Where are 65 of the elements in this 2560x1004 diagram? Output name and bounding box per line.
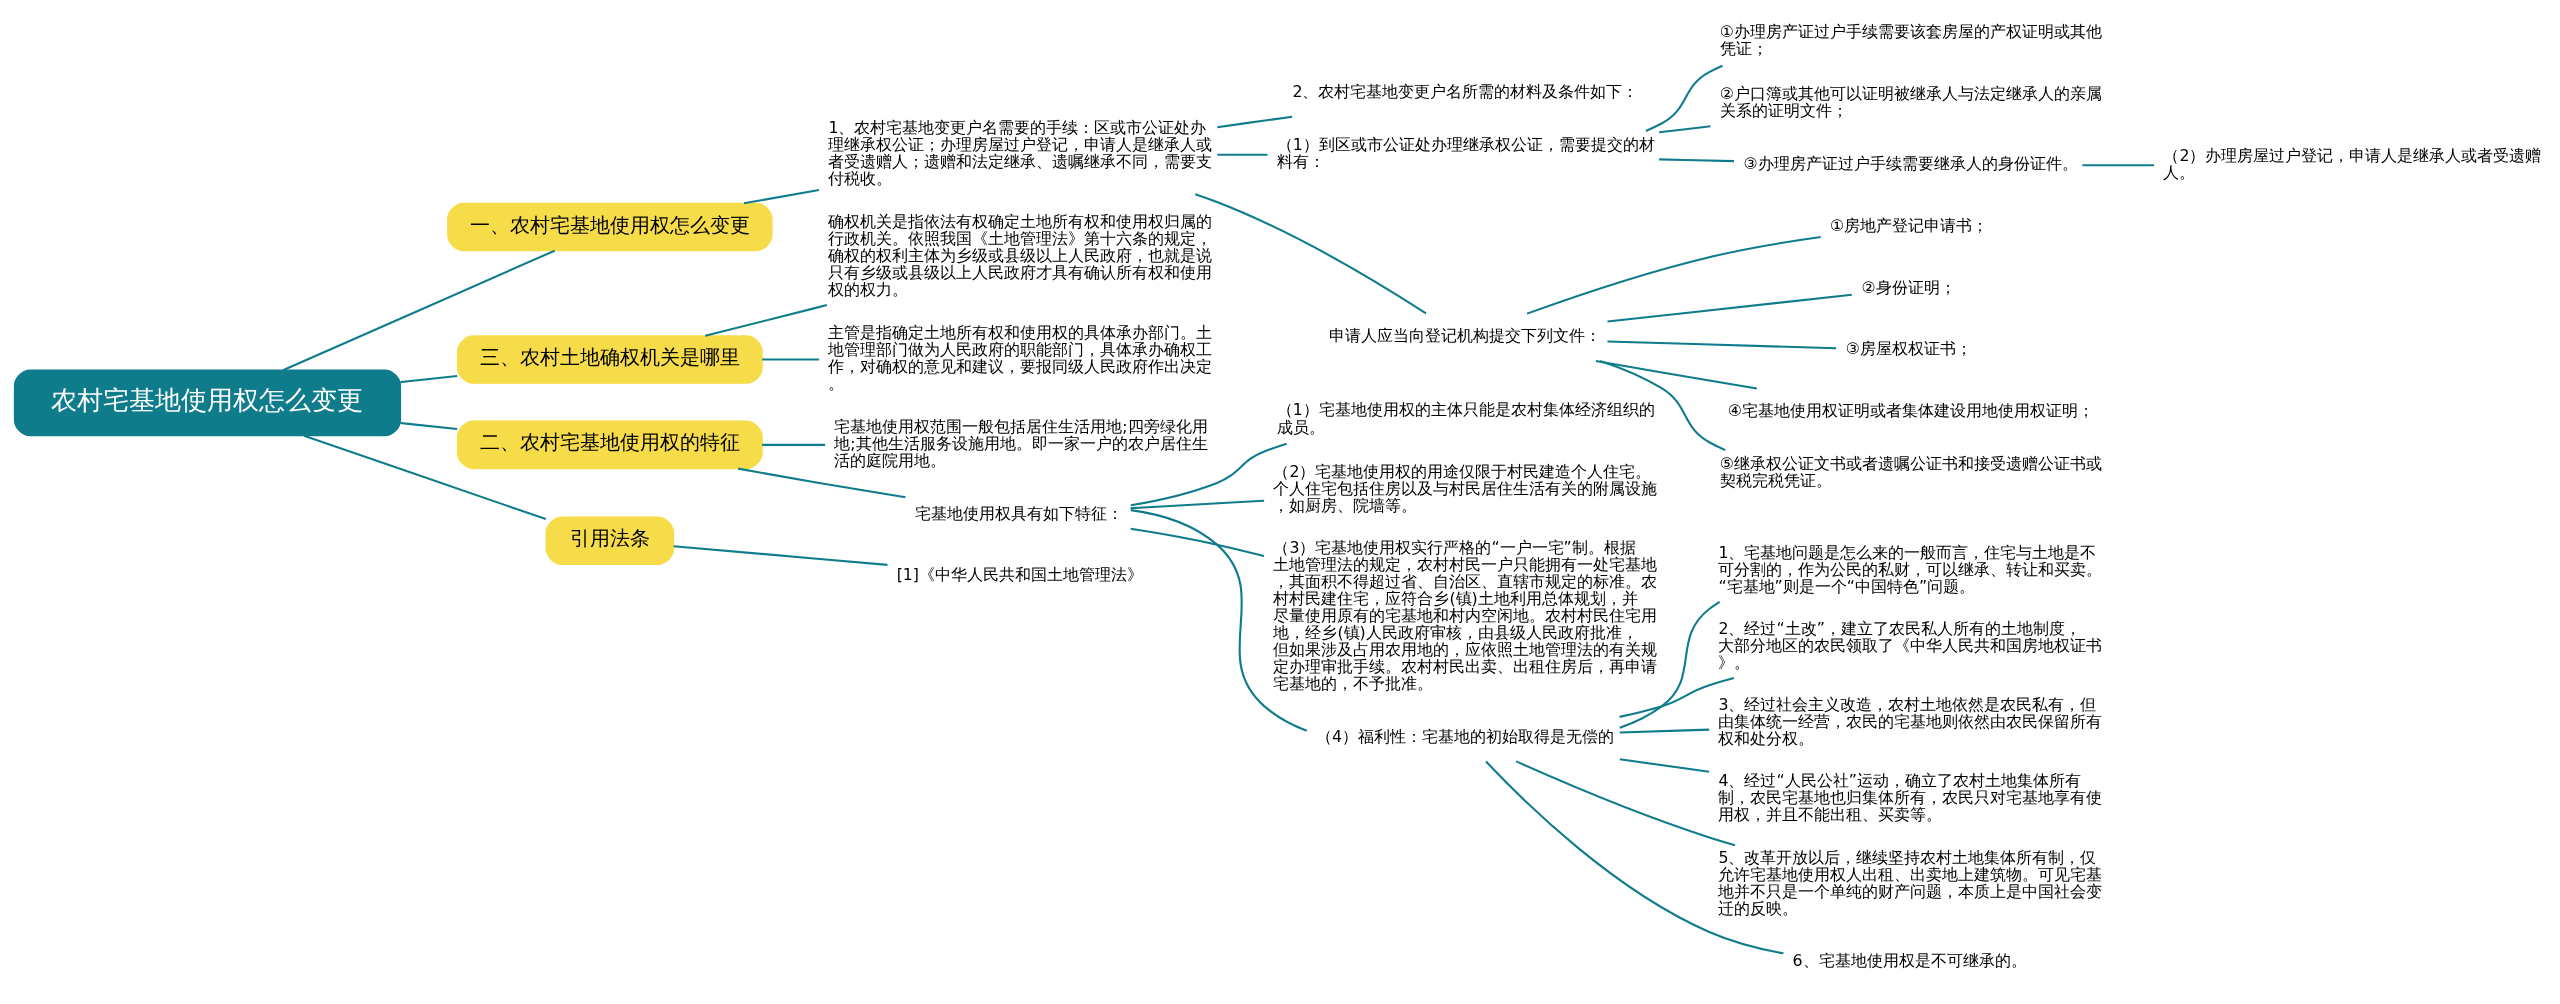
connector — [283, 249, 556, 371]
node-box: 农村宅基地使用权怎么变更 — [13, 369, 402, 437]
node-text: ③房屋权权证书； — [1845, 339, 1972, 359]
node-text: 2、农村宅基地变更户名所需的材料及条件如下： — [1292, 82, 1639, 102]
node-text: ②户口簿或其他可以证明被继承人与法定继承人的亲属关系的证明文件； — [1719, 84, 2102, 121]
connector — [762, 358, 820, 361]
connector — [1130, 499, 1265, 510]
node-text: （2）宅基地使用权的用途仅限于村民建造个人住宅。个人住宅包括住房以及与村民居住生活有关的附属设施，如厨房、院墙等。 — [1273, 461, 1658, 515]
node-text: ④宅基地使用权证明或者集体建设用地使用权证明； — [1727, 401, 2094, 421]
node-text: 2、经过“土改”，建立了农民私人所有的土地制度，大部分地区的农民领取了《中华人民共和国房地权证书》。 — [1718, 619, 2103, 673]
connector — [1130, 509, 1308, 732]
connector — [1217, 153, 1268, 156]
connector — [1599, 359, 1726, 452]
node-text: 1、农村宅基地变更户名需要的手续：区或市公证处办理继承权公证；办理房屋过户登记，申请人是继承人或者受遗赠人；遗赠和法定继承、遗嘱继承不同，需要支付税收。 — [828, 118, 1213, 189]
node-text: [1]《中华人民共和国土地管理法》 — [896, 565, 1143, 585]
node-text: ⑤继承权公证文书或者遗嘱公证书和接受遗赠公证书或契税完税凭证。 — [1719, 454, 2102, 491]
node-box: 一、农村宅基地使用权怎么变更 — [447, 202, 773, 252]
node-text: 宅基地使用权范围一般包括居住生活用地;四旁绿化用地;其他生活服务设施用地。即一家一户的农户居住生活的庭院用地。 — [834, 416, 1208, 471]
node-text: ①房地产登记申请书； — [1830, 216, 1989, 236]
node-text: ③办理房产证过户手续需要继承人的身份证件。 — [1743, 154, 2078, 174]
node-text: （2）办理房屋过户登记，申请人是继承人或者受遗赠人。 — [2163, 145, 2542, 182]
connector — [400, 421, 458, 431]
node-text: （4）福利性：宅基地的初始取得是无偿的 — [1316, 726, 1615, 746]
connector — [1485, 760, 1784, 955]
node-text: 主管是指确定土地所有权和使用权的具体承办部门。土地管理部门做为人民政府的职能部门，具体承办确权工作，对确权的意见和建议，要报同级人民政府作出决定。 — [828, 323, 1213, 394]
connector — [2082, 164, 2155, 167]
connector — [1619, 600, 1721, 729]
connector — [1619, 677, 1735, 718]
node-text: （3）宅基地使用权实行严格的“一户一宅”制。根据土地管理法的规定，农村村民一户只能拥有一处宅基地，其面积不得超过省、自治区、直辖市规定的标准。农村村民建住宅，应符合乡(镇)土地利用总体规划，并尽量使用原有的宅基地和村内空闲地。农村村民住宅用地，经乡(镇)人民政府审核，由县级人民政府批准，但如果涉及占用农用地的，应依照土地管理法的有关规定办理审批手续。农村村民出卖、出租住房后，再申请宅基地的，不予批准。 — [1273, 537, 1658, 694]
node-text: ②身份证明； — [1861, 277, 1956, 297]
connector — [1607, 340, 1837, 350]
connector — [705, 304, 828, 337]
connector — [1130, 442, 1288, 507]
node-text: （1）宅基地使用权的主体只能是农村集体经济组织的成员。 — [1276, 400, 1655, 437]
node-text: ①办理房产证过户手续需要该套房屋的产权证明或其他凭证； — [1719, 22, 2102, 59]
connector — [1130, 527, 1265, 558]
node-box: 三、农村土地确权机关是哪里 — [456, 335, 763, 384]
connector — [1645, 64, 1723, 132]
connector — [1659, 158, 1734, 163]
connector — [737, 467, 906, 499]
connector — [303, 434, 547, 521]
connector — [1526, 235, 1821, 315]
node-box: 二、农村宅基地使用权的特征 — [456, 420, 763, 470]
connector — [1619, 758, 1710, 773]
node-text: 确权机关是指依法有权确定土地所有权和使用权归属的行政机关。依照我国《土地管理法》第十六条的规定，确权的权利主体为乡级或县级以上人民政府，也就是说只有乡级或县级以上人民政府才具有确认所有权和使用权的权力。 — [828, 212, 1213, 300]
connector — [743, 188, 820, 205]
node-text: 申请人应当向登记机构提交下列文件： — [1328, 326, 1601, 346]
connector — [762, 443, 826, 446]
node-text: 4、经过“人民公社”运动，确立了农村土地集体所有制，农民宅基地也归集体所有，农民只对宅基地享有使用权，并且不能出租、买卖等。 — [1718, 771, 2103, 825]
connector — [1515, 760, 1736, 847]
connector — [1595, 359, 1758, 390]
connector — [1659, 125, 1711, 134]
node-text: 5、改革开放以后，继续坚持农村土地集体所有制，仅允许宅基地使用权人出租、出卖地上建筑物。可见宅基地并不只是一个单纯的财产问题，本质上是中国社会变迁的反映。 — [1718, 848, 2103, 919]
connector — [673, 545, 888, 566]
node-text: 3、经过社会主义改造，农村土地依然是农民私有，但由集体统一经营，农民的宅基地则依然由农民保留所有权和处分权。 — [1718, 695, 2103, 749]
connector — [1619, 728, 1710, 734]
connector — [1217, 115, 1293, 129]
connector — [1607, 293, 1852, 323]
node-text: 宅基地使用权具有如下特征： — [915, 503, 1124, 523]
node-text: 1、宅基地问题是怎么来的一般而言，住宅与土地是不可分割的，作为公民的私财，可以继承、转让和买卖。“宅基地”则是一个“中国特色”问题。 — [1718, 542, 2103, 597]
node-box: 引用法条 — [545, 516, 675, 565]
node-text: （1）到区或市公证处办理继承权公证，需要提交的材料有： — [1276, 135, 1655, 172]
connector — [1194, 193, 1427, 315]
node-text: 6、宅基地使用权是不可继承的。 — [1792, 951, 2027, 971]
connector — [400, 374, 458, 384]
